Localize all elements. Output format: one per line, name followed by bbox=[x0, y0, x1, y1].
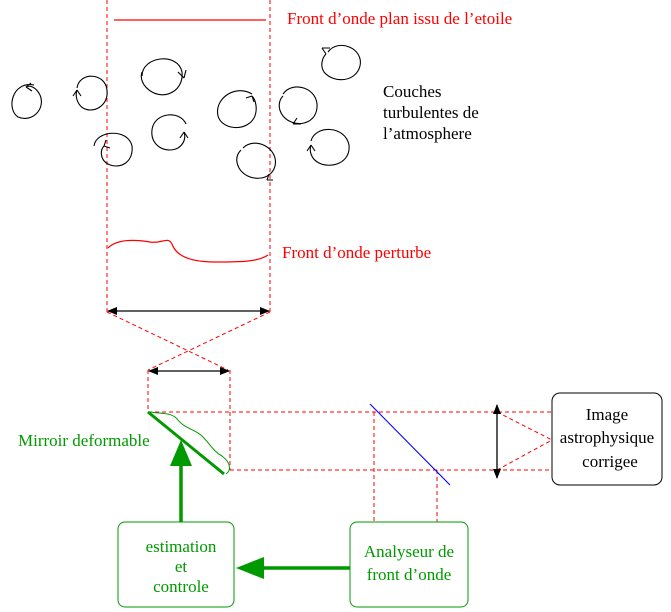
feedback-arrows bbox=[170, 440, 350, 579]
wavefront-analyzer-label-1: Analyseur de bbox=[364, 542, 454, 561]
corrected-image-label-1: Image bbox=[586, 405, 628, 424]
turbulence-swirl-icon bbox=[321, 44, 361, 81]
wavefront-analyzer-label-2: front d’onde bbox=[367, 565, 452, 584]
wavefront-analyzer-box bbox=[349, 521, 469, 608]
turbulence-swirl-icon bbox=[11, 82, 42, 119]
corrected-image-label-2: astrophysique bbox=[560, 428, 654, 447]
estimation-control-label-2: et bbox=[175, 557, 188, 576]
deformable-mirror-surface bbox=[149, 411, 230, 475]
deformable-mirror-label: Mirroir deformable bbox=[18, 431, 150, 450]
turbulence-swirl-icon bbox=[217, 90, 257, 129]
perturbed-wavefront-line bbox=[107, 239, 269, 263]
corrected-image-label-3: corrigee bbox=[582, 452, 638, 471]
estimation-control-label-1: estimation bbox=[146, 537, 217, 556]
turbulence-swirl-icon bbox=[236, 142, 276, 181]
corrected-image-box bbox=[551, 392, 663, 486]
turbulent-layers-label-3: l’atmosphere bbox=[383, 124, 472, 143]
turbulence-swirl-icon bbox=[140, 58, 187, 96]
turbulence-swirl-icon bbox=[306, 128, 350, 166]
turbulence-swirl-icon bbox=[151, 114, 189, 151]
turbulent-layers bbox=[11, 44, 361, 181]
turbulent-layers-label-1: Couches bbox=[383, 82, 442, 101]
turbulence-swirl-icon bbox=[93, 132, 133, 167]
estimation-control-box bbox=[117, 521, 235, 608]
plane-wavefront-label: Front d’onde plan issu de l’etoile bbox=[287, 9, 512, 28]
estimation-control-label-3: controle bbox=[153, 577, 209, 596]
turbulence-swirl-icon bbox=[72, 75, 108, 111]
deformable-mirror bbox=[147, 410, 225, 476]
turbulent-layers-label-2: turbulentes de bbox=[383, 103, 479, 122]
beam-splitter bbox=[369, 403, 451, 486]
arrow-left-icon bbox=[236, 557, 264, 579]
turbulence-swirl-icon bbox=[278, 86, 318, 125]
perturbed-wavefront-label: Front d’onde perturbe bbox=[282, 243, 431, 262]
arrow-up-icon bbox=[170, 440, 192, 466]
